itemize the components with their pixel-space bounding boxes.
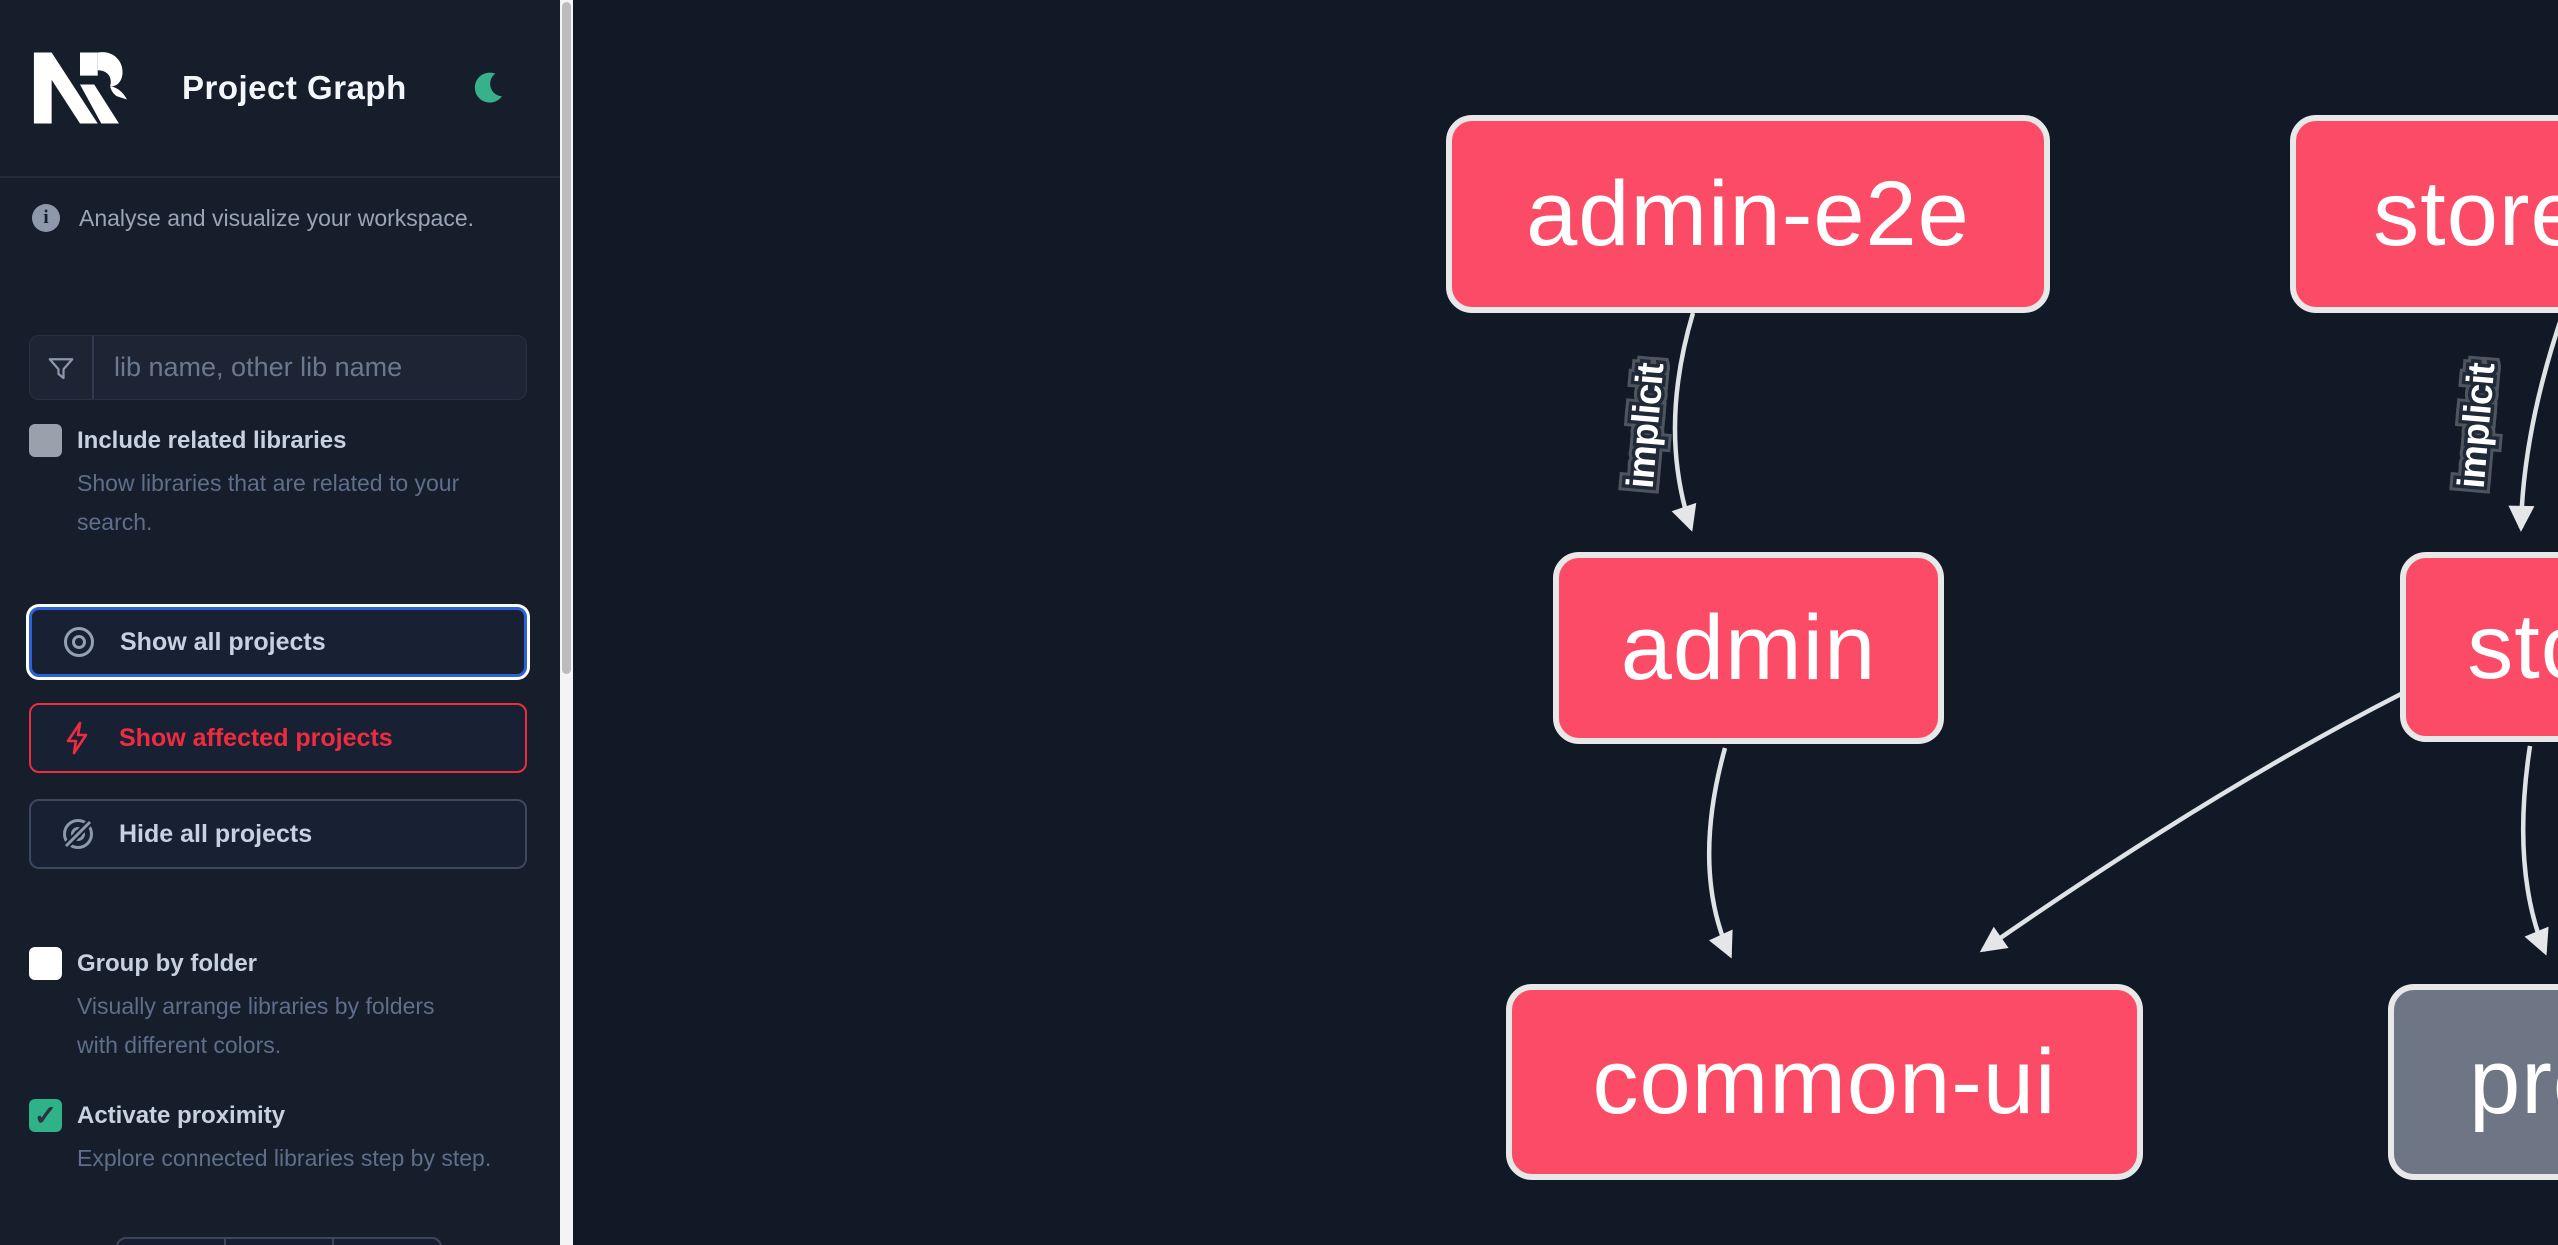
graph-canvas[interactable]: implicit implicit implicit implicit admi… bbox=[573, 0, 2558, 1245]
activate-proximity-checkbox[interactable]: ✓ bbox=[29, 1099, 62, 1132]
button-label: Show affected projects bbox=[119, 723, 393, 752]
nx-logo-icon bbox=[33, 52, 127, 124]
graph-node-admin-e2e[interactable]: admin-e2e bbox=[1446, 115, 2050, 313]
sidebar: Project Graph i Analyse and visualize yo… bbox=[0, 0, 560, 1245]
stepper-decrement[interactable] bbox=[118, 1239, 226, 1245]
node-label: admin-e2e bbox=[1526, 162, 1970, 265]
node-label: products bbox=[2469, 1030, 2558, 1133]
checkbox-row-group-by-folder: Group by folder Visually arrange librari… bbox=[29, 945, 529, 1065]
include-related-checkbox[interactable] bbox=[29, 424, 62, 457]
dark-mode-toggle[interactable] bbox=[468, 68, 508, 108]
graph-node-admin[interactable]: admin bbox=[1553, 552, 1944, 744]
edge-admin-e2e-to-admin bbox=[1671, 312, 1697, 532]
stepper-value bbox=[226, 1239, 334, 1245]
graph-node-store[interactable]: store bbox=[2400, 552, 2558, 742]
edge-store-to-common-ui bbox=[1979, 691, 2403, 953]
edge-admin-to-common-ui bbox=[1706, 747, 1733, 959]
node-label: admin bbox=[1620, 596, 1877, 699]
proximity-depth-stepper[interactable] bbox=[116, 1237, 442, 1245]
svg-text:implicit: implicit bbox=[2451, 361, 2504, 491]
node-label: store bbox=[2467, 595, 2558, 698]
graph-node-common-ui[interactable]: common-ui bbox=[1506, 984, 2143, 1180]
moon-icon bbox=[474, 72, 503, 103]
node-label: common-ui bbox=[1592, 1030, 2057, 1133]
edge-label-implicit: implicit bbox=[2451, 361, 2504, 491]
edge-label-implicit: implicit bbox=[1620, 361, 1673, 491]
edge-store-to-products bbox=[2520, 745, 2549, 956]
page-title: Project Graph bbox=[182, 69, 407, 106]
workspace-info-text: Analyse and visualize your workspace. bbox=[79, 204, 475, 231]
checkbox-label[interactable]: Include related libraries bbox=[77, 427, 347, 454]
workspace-info-row: i Analyse and visualize your workspace. bbox=[0, 204, 560, 232]
node-label: store-e2e bbox=[2373, 162, 2558, 265]
sidebar-scrollbar-thumb[interactable] bbox=[562, 2, 571, 674]
graph-node-products[interactable]: products bbox=[2388, 984, 2558, 1180]
filter-search-box bbox=[29, 335, 527, 400]
eye-off-icon bbox=[63, 819, 93, 849]
checkbox-description: Visually arrange libraries by folders wi… bbox=[77, 993, 435, 1058]
checkbox-row-activate-proximity: ✓ Activate proximity Explore connected l… bbox=[29, 1097, 529, 1178]
stepper-increment[interactable] bbox=[334, 1239, 440, 1245]
info-icon: i bbox=[32, 204, 60, 232]
group-by-folder-checkbox[interactable] bbox=[29, 947, 62, 980]
bolt-icon bbox=[66, 721, 88, 755]
button-label: Show all projects bbox=[120, 627, 326, 656]
checkbox-description: Explore connected libraries step by step… bbox=[77, 1145, 492, 1171]
search-input[interactable] bbox=[94, 336, 526, 399]
checkbox-description: Show libraries that are related to your … bbox=[77, 470, 460, 535]
graph-node-store-e2e[interactable]: store-e2e bbox=[2290, 115, 2558, 313]
checkbox-row-include-related: Include related libraries Show libraries… bbox=[29, 422, 529, 542]
hide-all-projects-button[interactable]: Hide all projects bbox=[29, 799, 527, 869]
funnel-icon bbox=[30, 336, 94, 399]
svg-text:implicit: implicit bbox=[1620, 361, 1673, 491]
show-all-projects-button[interactable]: Show all projects bbox=[29, 607, 527, 677]
checkbox-label[interactable]: Activate proximity bbox=[77, 1102, 286, 1129]
checkbox-label[interactable]: Group by folder bbox=[77, 950, 257, 977]
show-affected-projects-button[interactable]: Show affected projects bbox=[29, 703, 527, 773]
check-icon: ✓ bbox=[33, 1100, 58, 1131]
eye-icon bbox=[64, 627, 94, 657]
edge-store-e2e-to-store bbox=[2508, 320, 2558, 532]
sidebar-header: Project Graph bbox=[0, 0, 560, 178]
button-label: Hide all projects bbox=[119, 819, 313, 848]
